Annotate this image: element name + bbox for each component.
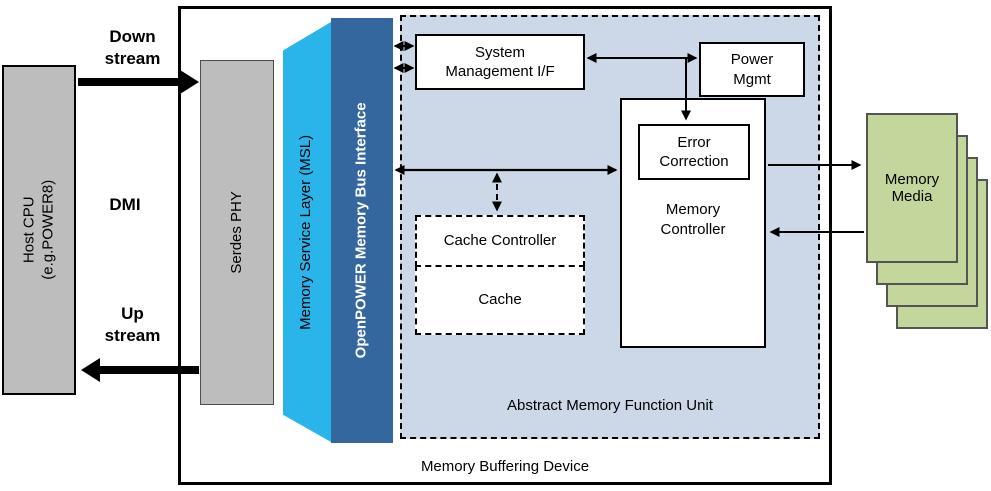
openpower-bus-label: OpenPOWER Memory Bus Interface (352, 102, 370, 359)
cache-box: Cache (415, 265, 585, 335)
memory-controller-label: Memory Controller (660, 201, 726, 238)
power-mgmt-label: Power Mgmt (730, 51, 774, 88)
memory-buffering-device-label: Memory Buffering Device (420, 458, 590, 475)
dmi-label: DMI (109, 195, 141, 214)
memory-controller-box: Error Correction Memory Controller (620, 98, 766, 348)
power-mgmt-box: Power Mgmt (699, 42, 805, 97)
memory-media-stack: Memory Media (866, 113, 990, 333)
host-cpu-box: Host CPU (e.g.POWER8) (2, 65, 76, 395)
cache-controller-box: Cache Controller (415, 215, 585, 267)
downstream-label: Down stream (104, 27, 161, 69)
memory-media-label: Memory Media (884, 171, 940, 205)
memory-media-card-front: Memory Media (866, 113, 958, 263)
msl-label: Memory Service Layer (MSL) (297, 134, 315, 330)
msl-box: Memory Service Layer (MSL) (283, 22, 331, 442)
error-correction-label: Error Correction (659, 133, 729, 171)
upstream-label: Up stream (104, 304, 161, 346)
host-cpu-label: Host CPU (e.g.POWER8) (20, 179, 56, 281)
system-mgmt-label: System Management I/F (445, 43, 555, 81)
cache-controller-label: Cache Controller (443, 232, 557, 250)
amfu-label: Abstract Memory Function Unit (507, 397, 713, 414)
openpower-bus-box: OpenPOWER Memory Bus Interface (331, 18, 393, 443)
serdes-phy-label: Serdes PHY (227, 191, 245, 274)
error-correction-box: Error Correction (638, 124, 750, 180)
serdes-phy-box: Serdes PHY (200, 60, 274, 405)
cache-label: Cache (478, 291, 522, 309)
system-mgmt-box: System Management I/F (415, 34, 585, 90)
